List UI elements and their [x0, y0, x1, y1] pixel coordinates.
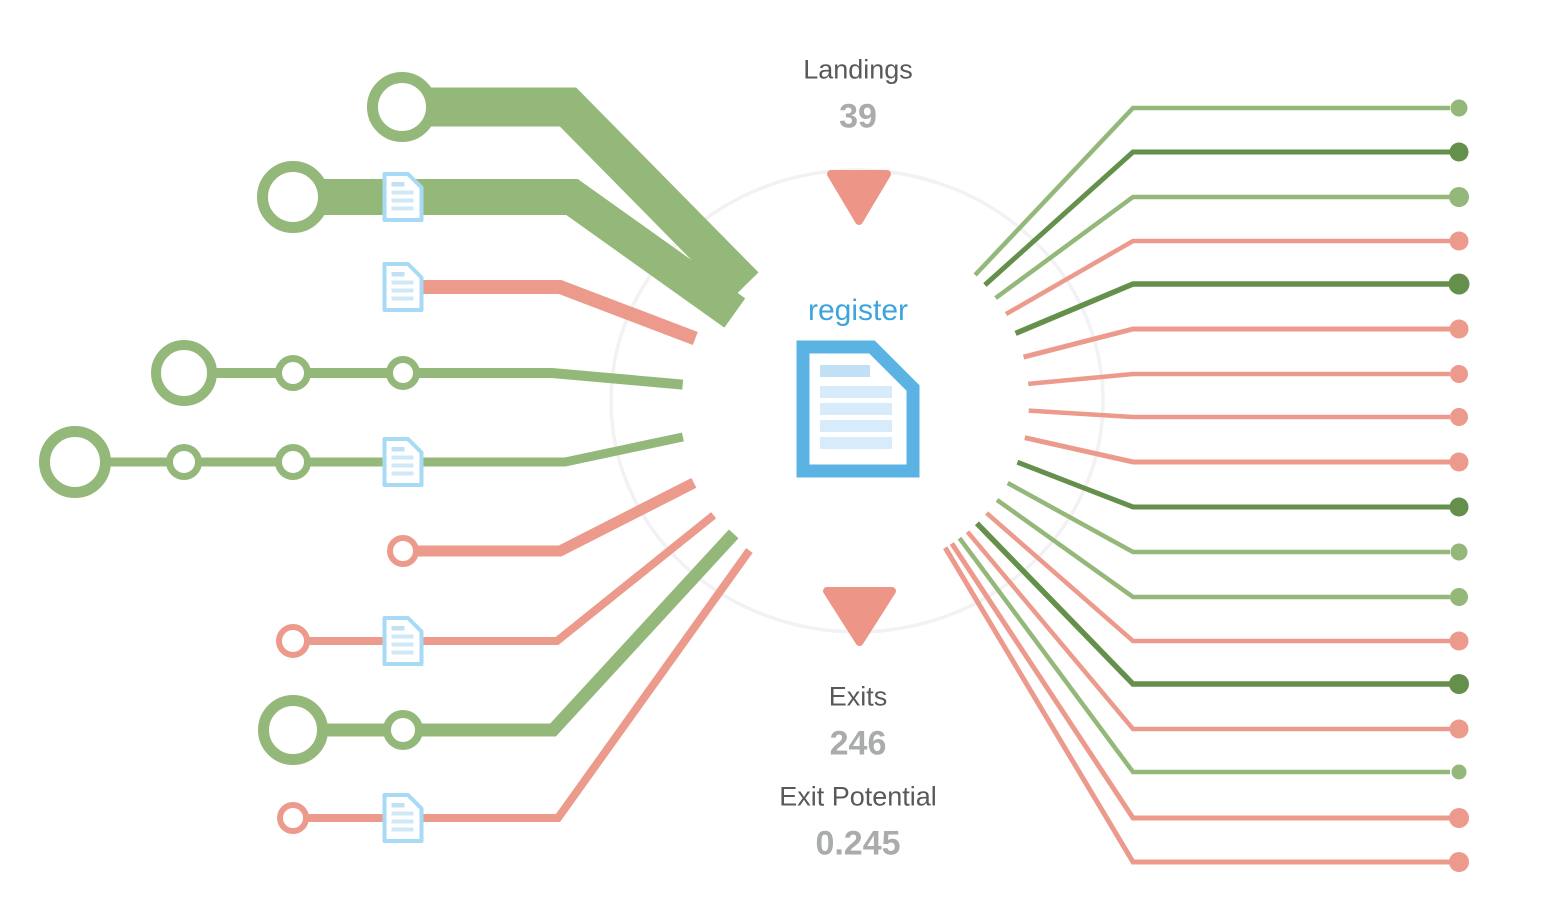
incoming-path-line[interactable] [293, 529, 739, 737]
page-ring-node[interactable] [166, 444, 202, 480]
doc-text-line [391, 288, 414, 293]
page-ring-node[interactable] [275, 444, 311, 480]
landings-value: 39 [839, 97, 877, 136]
center-node-title[interactable]: register [807, 294, 909, 327]
doc-text-line [391, 650, 414, 655]
center-doc-text-line [820, 420, 892, 432]
page-doc-icon[interactable] [382, 793, 424, 843]
outgoing-endpoint-dot[interactable] [1449, 187, 1469, 207]
page-ring-node[interactable] [39, 426, 111, 498]
page-ring-node[interactable] [277, 802, 309, 834]
incoming-path-line[interactable] [293, 512, 717, 645]
page-ring-node[interactable] [275, 355, 311, 391]
outgoing-endpoint-dot[interactable] [1449, 142, 1469, 162]
page-doc-icon[interactable] [382, 437, 424, 487]
outgoing-endpoint-dot[interactable] [1449, 497, 1469, 517]
outgoing-path-line[interactable] [1006, 481, 1450, 555]
exits-label: Exits [828, 681, 888, 712]
outgoing-path-line[interactable] [983, 149, 1450, 287]
doc-text-line [391, 280, 414, 285]
outgoing-path-line[interactable] [995, 498, 1450, 600]
doc-text-line [391, 182, 405, 187]
page-ring-node[interactable] [276, 624, 310, 658]
outgoing-endpoint-dot[interactable] [1449, 808, 1469, 828]
doc-text-line [391, 642, 414, 647]
outgoing-path-line[interactable] [994, 194, 1450, 300]
center-doc-text-line [820, 386, 892, 398]
doc-text-line [391, 190, 414, 195]
landings-arrow-icon [827, 170, 891, 225]
page-ring-node[interactable] [151, 340, 217, 406]
outgoing-endpoint-dot[interactable] [1449, 452, 1469, 472]
incoming-path-line[interactable] [184, 368, 684, 390]
page-ring-node[interactable] [258, 695, 328, 765]
outgoing-path-line[interactable] [1016, 459, 1450, 510]
outgoing-endpoint-dot[interactable] [1451, 764, 1467, 780]
doc-text-line [391, 819, 414, 824]
outgoing-endpoint-dot[interactable] [1448, 273, 1470, 295]
outgoing-endpoint-dot[interactable] [1450, 365, 1468, 383]
doc-text-line [391, 198, 414, 203]
outgoing-endpoint-dot[interactable] [1449, 631, 1469, 651]
outgoing-endpoint-dot[interactable] [1449, 719, 1469, 739]
outgoing-path-line[interactable] [974, 521, 1450, 687]
incoming-path-line[interactable] [402, 87, 759, 300]
outgoing-endpoint-dot[interactable] [1450, 99, 1468, 117]
outgoing-path-line[interactable] [1022, 326, 1450, 360]
page-ring-node[interactable] [387, 535, 419, 567]
doc-text-line [391, 455, 414, 460]
doc-text-line [391, 272, 405, 277]
doc-text-line [391, 296, 414, 301]
doc-text-line [391, 634, 414, 639]
doc-text-line [391, 827, 414, 832]
page-ring-node[interactable] [367, 72, 437, 142]
outgoing-path-line[interactable] [1024, 435, 1450, 465]
outgoing-path-line[interactable] [985, 511, 1450, 644]
center-doc-text-line [820, 365, 870, 377]
outgoing-path-line[interactable] [1004, 238, 1450, 317]
page-doc-icon[interactable] [382, 616, 424, 666]
outgoing-endpoint-dot[interactable] [1449, 231, 1469, 251]
outgoing-path-line[interactable] [1028, 408, 1450, 420]
doc-text-line [391, 206, 414, 211]
outgoing-path-line[interactable] [957, 536, 1451, 775]
outgoing-path-line[interactable] [973, 105, 1450, 277]
doc-text-line [391, 471, 414, 476]
exit-potential-value: 0.245 [815, 824, 901, 863]
outgoing-endpoint-dot[interactable] [1450, 588, 1468, 606]
doc-text-line [391, 811, 414, 816]
doc-text-line [391, 447, 405, 452]
page-ring-node[interactable] [386, 356, 420, 390]
outgoing-path-line[interactable] [1014, 281, 1450, 336]
doc-text-line [391, 626, 405, 631]
outgoing-endpoint-dot[interactable] [1449, 852, 1469, 872]
outgoing-path-line[interactable] [943, 546, 1450, 865]
center-doc-text-line [820, 403, 892, 415]
page-doc-icon[interactable] [382, 262, 424, 312]
outgoing-path-line[interactable] [949, 542, 1450, 821]
incoming-path-line[interactable] [293, 548, 753, 822]
outgoing-endpoint-dot[interactable] [1449, 674, 1469, 694]
exit-potential-label: Exit Potential [779, 781, 937, 812]
page-ring-node[interactable] [383, 710, 423, 750]
page-doc-icon[interactable] [382, 172, 424, 222]
outgoing-endpoint-dot[interactable] [1449, 319, 1469, 339]
outgoing-path-line[interactable] [1027, 371, 1450, 387]
exits-arrow-icon [823, 587, 896, 646]
outgoing-path-line[interactable] [965, 530, 1451, 732]
landings-label: Landings [803, 54, 913, 85]
exits-value: 246 [829, 724, 887, 763]
incoming-path-line[interactable] [403, 477, 697, 557]
doc-text-line [391, 803, 405, 808]
incoming-path-line[interactable] [403, 280, 698, 346]
incoming-path-line[interactable] [75, 432, 684, 467]
center-doc-text-line [820, 437, 892, 449]
outgoing-endpoint-dot[interactable] [1450, 543, 1468, 561]
page-ring-node[interactable] [257, 161, 329, 233]
outgoing-endpoint-dot[interactable] [1450, 408, 1468, 426]
doc-text-line [391, 463, 414, 468]
